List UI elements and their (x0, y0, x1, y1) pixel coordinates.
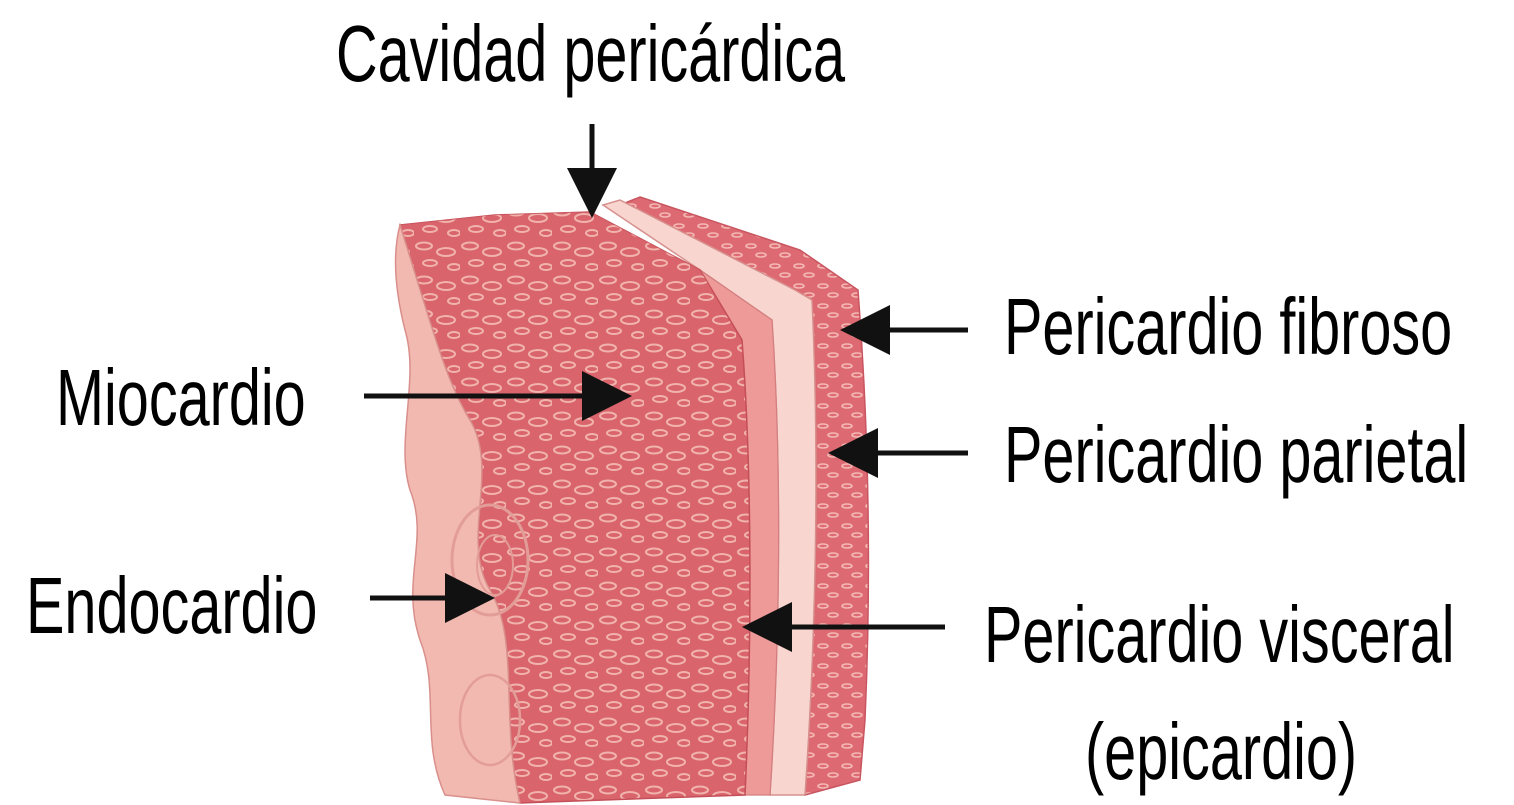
label-pericardio-parietal: Pericardio parietal (1004, 415, 1468, 495)
label-miocardio: Miocardio (56, 358, 306, 438)
label-pericardio-fibroso: Pericardio fibroso (1004, 287, 1452, 367)
label-endocardio: Endocardio (26, 566, 317, 646)
label-cavidad-pericardica: Cavidad pericárdica (336, 14, 845, 94)
label-pericardio-visceral: Pericardio visceral (984, 595, 1455, 675)
label-epicardio: (epicardio) (1085, 712, 1357, 792)
